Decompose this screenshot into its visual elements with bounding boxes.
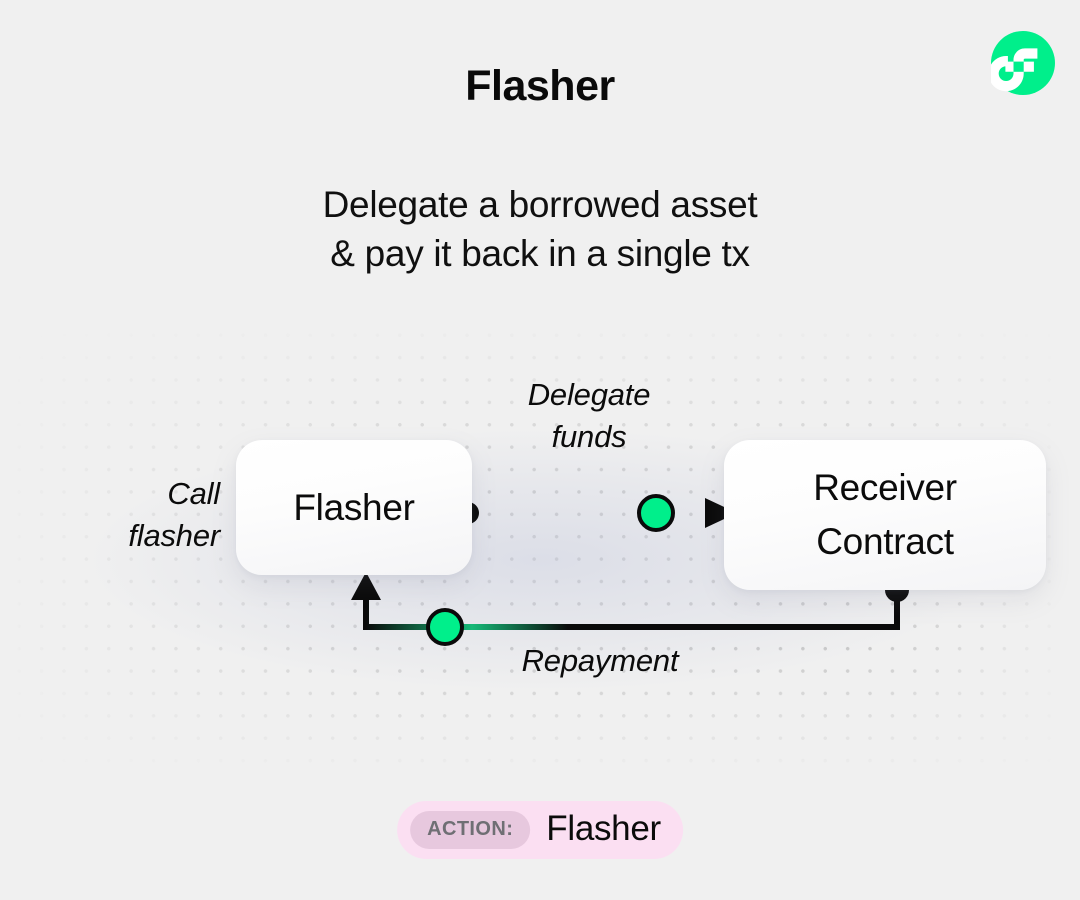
page-subtitle: Delegate a borrowed asset & pay it back … — [322, 184, 758, 274]
node-flasher[interactable]: Flasher — [236, 440, 472, 575]
edge-repayment-arrowhead — [351, 572, 381, 600]
flow-logo-icon — [988, 31, 1055, 95]
edge-label-call-flasher: Call flasher — [128, 476, 220, 553]
node-receiver-contract-label: Receiver Contract — [813, 467, 957, 562]
node-receiver-contract[interactable]: Receiver Contract — [724, 440, 1046, 590]
edge-delegate-accent-node — [637, 494, 675, 532]
node-flasher-label: Flasher — [293, 486, 415, 528]
edge-delegate-arrowhead — [705, 498, 737, 528]
edge-delegate-funds — [457, 494, 737, 532]
page-title: Flasher — [465, 62, 615, 110]
action-badge: ACTION: Flasher — [397, 801, 683, 859]
edge-label-delegate-funds: Delegate funds — [527, 377, 651, 454]
edge-label-repayment: Repayment — [521, 643, 679, 678]
edge-repayment-line — [363, 590, 900, 630]
action-badge-tag: ACTION: — [410, 811, 531, 849]
edge-repayment-accent-node — [426, 608, 464, 646]
action-badge-value: Flasher — [546, 809, 661, 848]
